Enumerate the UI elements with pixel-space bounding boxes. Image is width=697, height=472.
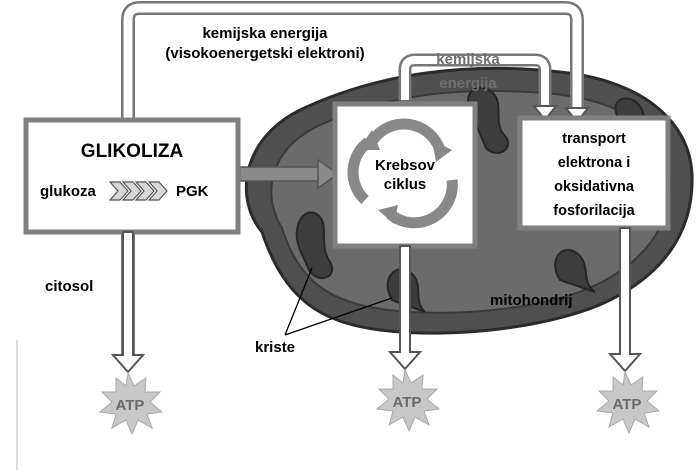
burst-icon [98, 371, 164, 436]
cristae-pointer-lines [284, 267, 393, 336]
glycolysis-box: GLIKOLIZA glukoza PGK [23, 117, 241, 235]
top-energy-label-line1: kemijska energija [202, 25, 328, 42]
inner-energy-label-line1: kemijska [436, 51, 500, 68]
krebs-atp-arrow [387, 245, 423, 371]
transport-label-line4: fosforilacija [553, 203, 635, 219]
atp-burst-3: ATP [595, 370, 661, 435]
krebs-label-line2: ciklus [384, 176, 427, 193]
inner-energy-label-line2: energija [439, 75, 497, 92]
krebs-label-line1: Krebsov [375, 157, 436, 174]
glycolysis-title: GLIKOLIZA [81, 141, 184, 162]
crista-fold-4 [554, 249, 596, 293]
transport-atp-arrow [607, 227, 643, 373]
krebs-energy-arrow [398, 53, 559, 122]
atp-label-3: ATP [613, 396, 642, 413]
chevron-arrows-icon [108, 181, 168, 201]
cristae-label: kriste [255, 339, 295, 356]
crista-fold-1 [295, 211, 333, 279]
burst-icon [595, 370, 661, 435]
atp-burst-2: ATP [375, 368, 441, 433]
krebs-cycle-box: Krebsov ciklus [332, 101, 478, 249]
pgk-label: PGK [176, 183, 209, 200]
top-energy-label-line2: (visokoenergetski elektroni) [165, 45, 364, 62]
cytosol-label: citosol [45, 278, 93, 295]
burst-icon [375, 368, 441, 433]
mitochondrion-label: mitohondrij [490, 292, 573, 309]
transport-label-line3: oksidativna [554, 179, 635, 195]
high-energy-electrons-arrow [121, 1, 591, 355]
atp-burst-1: ATP [98, 371, 164, 436]
atp-label-2: ATP [393, 394, 422, 411]
glycolysis-atp-arrow [110, 231, 146, 374]
glycolysis-to-krebs-arrow [239, 158, 340, 190]
transport-label-line2: elektrona i [558, 155, 631, 171]
glucose-label: glukoza [40, 183, 96, 200]
crista-fold-3 [467, 86, 509, 154]
cycle-arrows-icon [347, 118, 458, 229]
atp-label-1: ATP [116, 397, 145, 414]
electron-transport-box: transport elektrona i oksidativna fosfor… [517, 115, 671, 231]
transport-label-line1: transport [562, 131, 626, 147]
